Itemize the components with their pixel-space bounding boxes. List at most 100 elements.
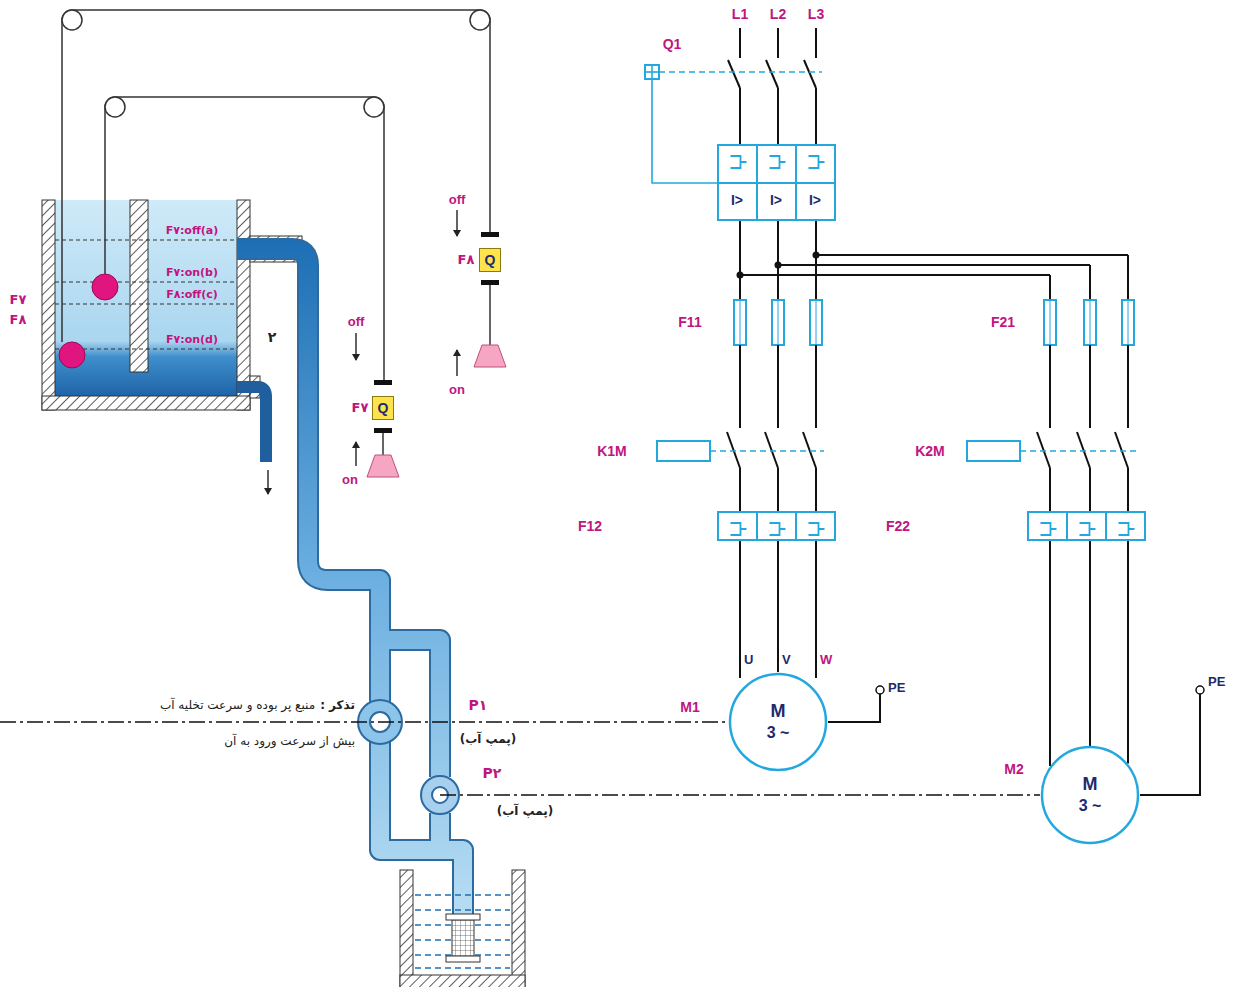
reservoir-wall [512, 870, 525, 987]
contactor-contact [803, 432, 816, 468]
mechanical-link [1020, 450, 1136, 452]
wire [739, 468, 741, 512]
switch-blade [766, 60, 778, 88]
wire [1049, 556, 1051, 766]
note-text: منبع پر بوده و سرعت تخلیه آب [160, 699, 315, 712]
pump [358, 700, 459, 814]
tank-wall [237, 200, 250, 410]
protection-block [1028, 512, 1145, 540]
wire [815, 220, 817, 300]
strainer [446, 914, 480, 962]
label: L2 [770, 7, 786, 22]
level-lines [55, 240, 237, 349]
label: F12 [578, 519, 602, 534]
motor-label: M [1083, 773, 1098, 796]
contactor-contact [727, 432, 740, 468]
label: K2M [915, 444, 945, 459]
wire [1089, 556, 1091, 746]
label: W [820, 653, 832, 667]
wire [1050, 300, 1051, 345]
label: F21 [991, 315, 1015, 330]
label: U [744, 653, 753, 667]
contactor-contact [1077, 432, 1090, 468]
float-rope [62, 10, 490, 380]
thermal-symbol [809, 523, 825, 535]
note-text: بیش از سرعت ورود به آن [224, 735, 355, 748]
label: PE [888, 681, 905, 695]
fuse-symbol [1122, 300, 1134, 345]
label: F۷:on(d) [166, 334, 218, 346]
motor-shaft [440, 794, 1040, 796]
label: F22 [886, 519, 910, 534]
label: off [449, 193, 466, 207]
thermal-symbol [731, 156, 747, 168]
pulley [62, 10, 490, 117]
label: I> [731, 193, 743, 208]
thermal-symbol [731, 523, 747, 535]
wire [739, 540, 741, 556]
wire [1127, 255, 1129, 300]
float [92, 274, 118, 300]
reservoir-water [415, 895, 510, 968]
wire [777, 556, 779, 672]
water-pipe [237, 249, 463, 915]
label: PE [1208, 675, 1225, 689]
label: L1 [732, 7, 748, 22]
float [59, 342, 85, 368]
wire [815, 556, 817, 678]
motor-label: 3 ~ [767, 723, 790, 744]
wire [778, 300, 779, 345]
breaker-handle [645, 65, 659, 79]
flow-arrow [267, 470, 268, 494]
label: (پمپ آب) [497, 805, 554, 818]
wire [777, 88, 779, 145]
wire [1127, 468, 1129, 512]
thermal-symbol [1119, 523, 1135, 535]
wire [1049, 275, 1051, 300]
junction-dot [775, 262, 782, 269]
mechanical-link [659, 71, 822, 73]
junction-dot [737, 272, 744, 279]
wire [1049, 345, 1051, 428]
motor-outline [1040, 745, 1140, 845]
wire [1049, 540, 1051, 556]
thermal-symbol [770, 523, 786, 535]
reservoir-wall [400, 975, 525, 987]
switch-blade [804, 60, 816, 88]
contactor-coil [967, 441, 1020, 461]
label: P۱ [469, 698, 488, 713]
wire [815, 468, 817, 512]
label: F۷:on(b) [166, 267, 218, 279]
wire [816, 300, 817, 345]
wire [1128, 300, 1129, 345]
tank-wall [42, 200, 55, 410]
label: F۷ [10, 293, 27, 307]
wire [739, 88, 741, 145]
wire [815, 540, 817, 556]
counterweight [367, 345, 506, 477]
wire [815, 28, 817, 58]
wire [740, 274, 1050, 276]
motor-label: M [771, 700, 786, 723]
contactor-contact [1037, 432, 1050, 468]
thermal-symbol [809, 156, 825, 168]
wire [1090, 300, 1091, 345]
wire [1127, 345, 1129, 428]
thermal-symbol [1080, 523, 1096, 535]
switch-label: Q [485, 252, 496, 268]
fuse-symbol [1084, 300, 1096, 345]
terminal [1196, 686, 1204, 694]
wire [651, 65, 653, 79]
label: M2 [1004, 762, 1023, 777]
wire [815, 345, 817, 428]
wire [739, 220, 741, 300]
tank-water [55, 200, 237, 396]
earth-wire [1140, 694, 1200, 795]
tank-divider [130, 200, 148, 372]
mechanical-link [710, 450, 824, 452]
wire [718, 182, 835, 184]
label: (پمپ آب) [460, 733, 517, 746]
wire [1089, 540, 1091, 556]
wire [1049, 468, 1051, 512]
